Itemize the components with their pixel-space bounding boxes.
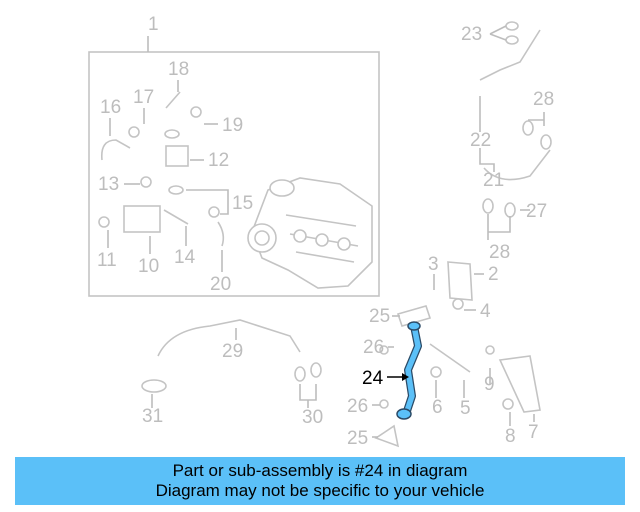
callout-9: 9 <box>484 374 495 395</box>
turbocharger-drawing <box>247 177 373 289</box>
callout-7: 7 <box>528 422 539 443</box>
callout-14: 14 <box>174 247 196 268</box>
callout-27: 27 <box>526 201 547 222</box>
callout-1: 1 <box>148 14 159 35</box>
callout-16: 16 <box>100 97 121 118</box>
callout-19: 19 <box>222 115 243 136</box>
callout-18: 18 <box>168 59 189 80</box>
info-banner: Part or sub-assembly is #24 in diagram D… <box>15 457 625 505</box>
callout-15: 15 <box>232 193 253 214</box>
callout-25: 25 <box>347 428 368 449</box>
part-24-pipe[interactable] <box>396 321 422 420</box>
callout-29: 29 <box>222 341 243 362</box>
callout-31: 31 <box>142 406 163 427</box>
callout-13: 13 <box>98 174 119 195</box>
banner-line-1: Part or sub-assembly is #24 in diagram <box>172 461 468 480</box>
callout-3: 3 <box>428 254 439 275</box>
callout-23: 23 <box>461 24 482 45</box>
callout-26: 26 <box>363 337 384 358</box>
callout-28: 28 <box>533 89 554 110</box>
right-upper-parts-drawing <box>374 21 552 448</box>
hoses-and-valves-drawing <box>98 91 225 247</box>
callout-17: 17 <box>133 87 154 108</box>
callout-22: 22 <box>470 130 491 151</box>
callout-2: 2 <box>488 264 499 285</box>
callout-11: 11 <box>97 250 117 271</box>
callout-6: 6 <box>432 397 443 418</box>
banner-line-2: Diagram may not be specific to your vehi… <box>155 481 485 500</box>
callout-20: 20 <box>210 274 231 295</box>
callout-5: 5 <box>460 398 471 419</box>
callout-26: 26 <box>347 396 368 417</box>
callout-24: 24 <box>362 368 384 389</box>
callout-30: 30 <box>302 407 323 428</box>
callout-25: 25 <box>369 306 390 327</box>
assembly-box-1 <box>88 51 380 297</box>
leader-lines <box>107 25 545 438</box>
leader-24-arrowhead <box>402 373 409 381</box>
callout-8: 8 <box>505 426 516 447</box>
callout-4: 4 <box>480 301 491 322</box>
callout-10: 10 <box>138 256 159 277</box>
callout-21: 21 <box>483 170 504 191</box>
callout-12: 12 <box>208 150 229 171</box>
callout-28: 28 <box>489 242 510 263</box>
pipe-29-drawing <box>141 319 322 393</box>
